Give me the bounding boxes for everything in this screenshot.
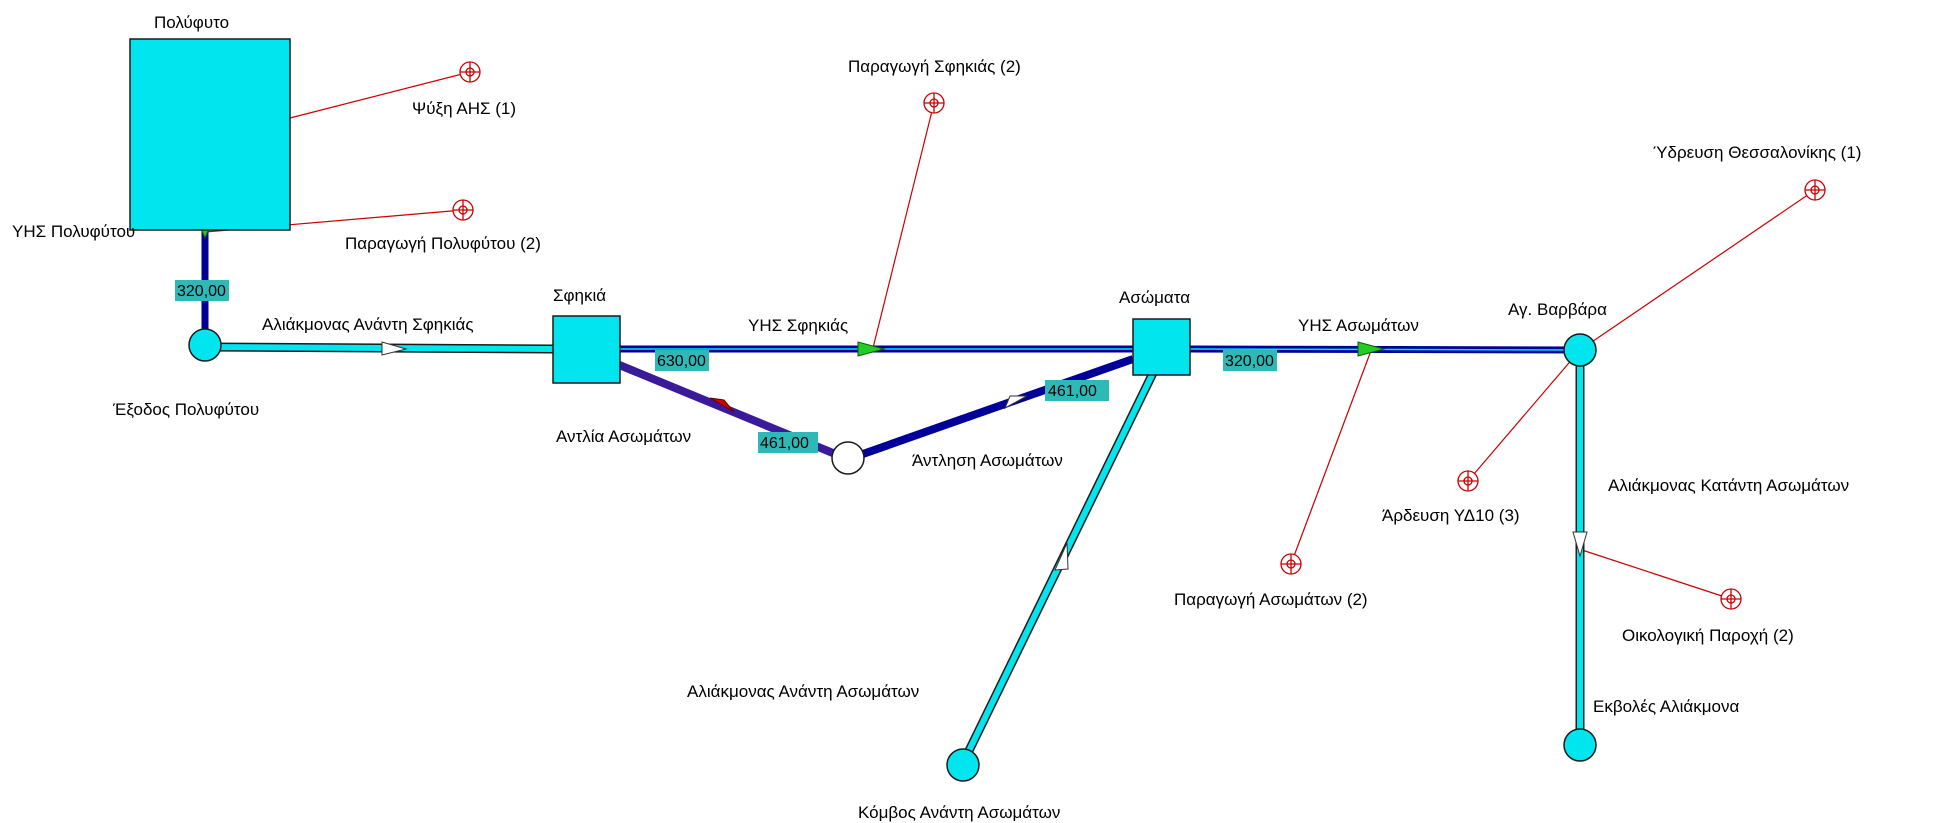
flow-badge-antlia-asomaton-bg <box>758 432 818 453</box>
node-komvos-anadi-asomaton[interactable] <box>946 748 980 782</box>
flow-badge-yhs-polyfytou-bg <box>175 280 229 301</box>
label-komvos-anadi-asomaton: Κόμβος Ανάντη Ασωμάτων <box>858 803 1060 822</box>
label-antlia-asomaton: Αντλία Ασωμάτων <box>556 427 691 446</box>
label-psyxi-ahs: Ψύξη ΑΗΣ (1) <box>412 99 516 118</box>
label-paragogi-polyfytou: Παραγωγή Πολυφύτου (2) <box>345 234 541 253</box>
link-yhs-asomaton-highlight <box>1189 348 1581 351</box>
label-ag-varvara: Αγ. Βαρβάρα <box>1508 300 1607 319</box>
arrow-aliakmonas-anadi-asomaton <box>1054 542 1069 571</box>
flow-badge-yhs-sfikias-bg <box>655 350 709 371</box>
target-icon-psyxi-ahs[interactable] <box>459 61 481 83</box>
label-aliakmonas-anadi-asomaton: Αλιάκμονας Ανάντη Ασωμάτων <box>687 682 919 701</box>
reservoir-asomata[interactable] <box>1132 318 1191 376</box>
demand-line-ydreusi-thessalonikis <box>1579 189 1816 351</box>
arrow-aliakmonas-anadi-sfikias <box>381 341 408 356</box>
target-icon-paragogi-polyfytou[interactable] <box>452 199 474 221</box>
arrow-aliakmonas-katadi-asomaton <box>1572 531 1588 558</box>
node-exodos-polyfytou[interactable] <box>188 328 222 362</box>
demand-icons <box>452 61 1826 610</box>
flow-badges: 320,00 630,00 320,00 461,00 461,00 <box>175 280 1277 453</box>
node-ag-varvara[interactable] <box>1563 333 1597 367</box>
label-paragogi-sfikias: Παραγωγή Σφηκιάς (2) <box>848 57 1021 76</box>
arrow-yhs-asomaton <box>1357 341 1386 357</box>
target-icon-paragogi-asomaton[interactable] <box>1280 553 1302 575</box>
label-oikologiki-paroxi: Οικολογική Παροχή (2) <box>1622 626 1794 645</box>
demand-line-oikologiki-paroxi <box>1581 549 1732 600</box>
reservoir-polyfyto[interactable] <box>129 38 291 231</box>
flow-badge-yhs-asomaton: 320,00 <box>1225 353 1274 370</box>
flow-badge-antlisi-asomaton-bg <box>1045 380 1109 401</box>
demand-line-paragogi-asomaton <box>1290 347 1373 565</box>
label-yhs-asomaton: ΥΗΣ Ασωμάτων <box>1298 316 1419 335</box>
target-icon-paragogi-sfikias[interactable] <box>923 92 945 114</box>
flow-badge-yhs-polyfytou: 320,00 <box>177 283 226 300</box>
link-aliakmonas-anadi-sfikias-fill <box>204 344 554 352</box>
label-paragogi-asomaton: Παραγωγή Ασωμάτων (2) <box>1174 590 1368 609</box>
label-asomata: Ασώματα <box>1119 288 1190 307</box>
demand-line-psyxi-ahs <box>289 71 471 119</box>
label-polyfyto: Πολύφυτο <box>154 13 229 32</box>
target-icon-oikologiki-paroxi[interactable] <box>1720 588 1742 610</box>
demand-line-ardeusi-yd10 <box>1467 349 1581 482</box>
flow-badge-antlia-asomaton: 461,00 <box>760 435 809 452</box>
label-ekvoles-aliakmona: Εκβολές Αλιάκμονα <box>1593 697 1739 716</box>
label-antlisi-asomaton: Άντληση Ασωμάτων <box>912 451 1063 470</box>
label-exodos-polyfytou: Έξοδος Πολυφύτου <box>112 400 259 419</box>
label-yhs-polyfytou: ΥΗΣ Πολυφύτου <box>12 222 135 241</box>
demand-line-paragogi-sfikias <box>872 102 935 349</box>
target-icon-ardeusi-yd10[interactable] <box>1457 470 1479 492</box>
label-sfikia: Σφηκιά <box>553 286 606 305</box>
label-aliakmonas-katadi-asomaton: Αλιάκμονας Κατάντη Ασωμάτων <box>1608 476 1849 495</box>
label-aliakmonas-anadi-sfikias: Αλιάκμονας Ανάντη Σφηκιάς <box>262 315 474 334</box>
target-icon-ydreusi-thessalonikis[interactable] <box>1804 179 1826 201</box>
arrow-antlia-asomaton <box>709 397 735 413</box>
arrow-antlisi-asomaton <box>1003 395 1028 410</box>
node-ekvoles-aliakmona[interactable] <box>1563 728 1597 762</box>
reservoir-sfikia[interactable] <box>552 315 621 384</box>
label-yhs-sfikias: ΥΗΣ Σφηκιάς <box>748 316 848 335</box>
flow-badge-yhs-sfikias: 630,00 <box>657 353 706 370</box>
flow-badge-antlisi-asomaton: 461,00 <box>1048 383 1097 400</box>
arrow-yhs-sfikias <box>857 341 886 357</box>
label-ardeusi-yd10: Άρδευση ΥΔ10 (3) <box>1382 506 1520 525</box>
link-antlisi-asomaton[interactable] <box>858 355 1135 459</box>
flow-badge-yhs-asomaton-bg <box>1223 350 1277 371</box>
node-pump-asomaton[interactable] <box>831 441 865 475</box>
label-ydreusi-thessalonikis: Ύδρευση Θεσσαλονίκης (1) <box>1653 143 1861 162</box>
